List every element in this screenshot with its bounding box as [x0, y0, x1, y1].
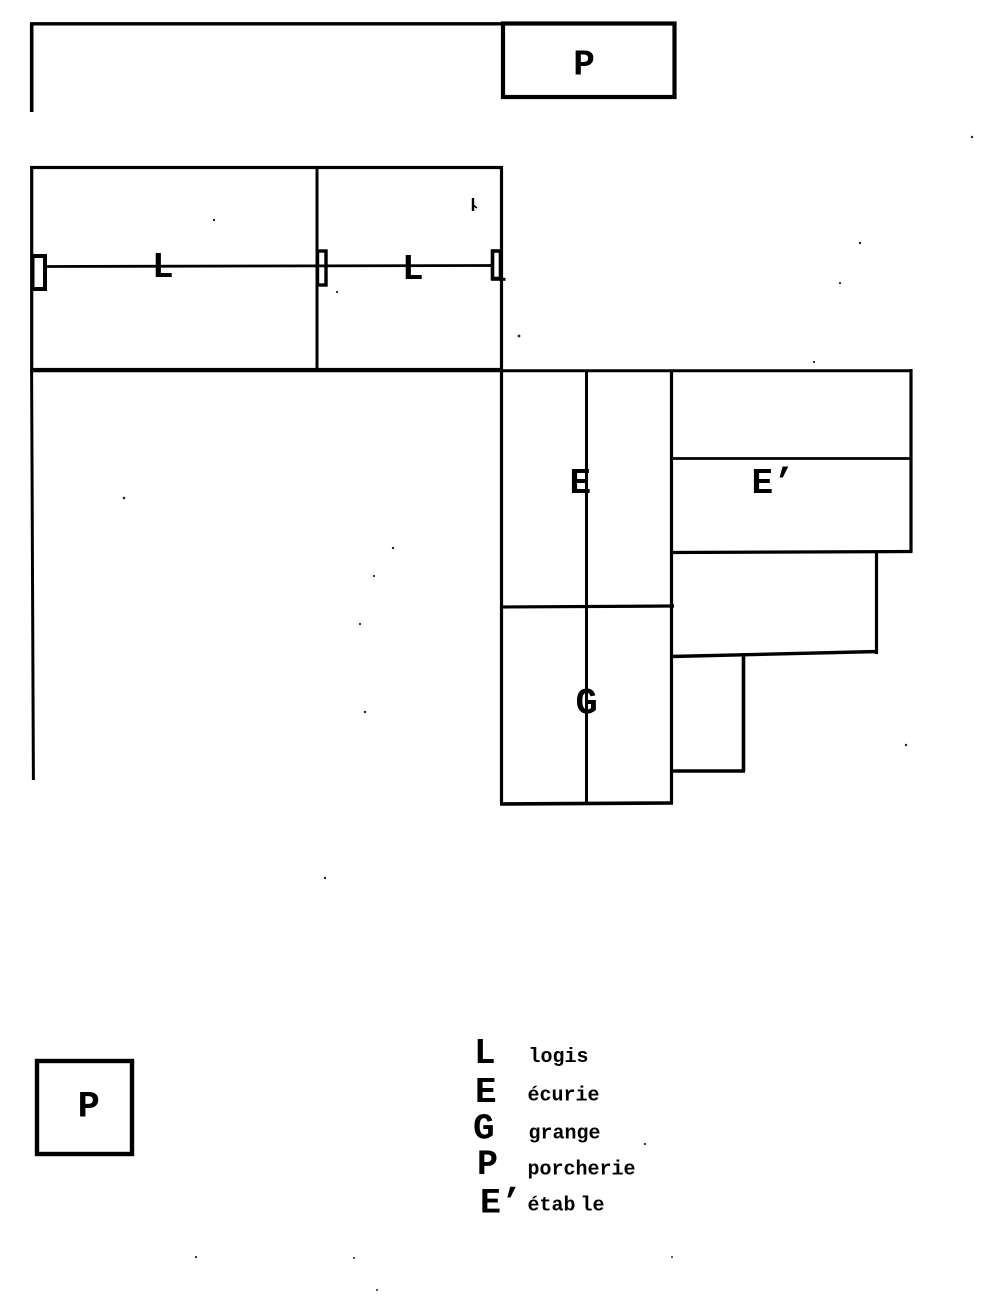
svg-text:P: P	[477, 1145, 498, 1185]
svg-text:E: E	[475, 1072, 497, 1113]
svg-text:E’: E’	[752, 463, 795, 504]
svg-text:le: le	[581, 1195, 605, 1218]
svg-text:grange: grange	[529, 1123, 601, 1146]
svg-text:E: E	[569, 463, 591, 504]
svg-text:P: P	[573, 45, 595, 86]
svg-text:étab: étab	[528, 1195, 576, 1218]
svg-text:G: G	[575, 684, 597, 726]
svg-text:G: G	[473, 1109, 495, 1150]
svg-text:E’: E’	[480, 1184, 522, 1224]
svg-text:L: L	[402, 249, 424, 290]
svg-text:écurie: écurie	[528, 1084, 600, 1107]
svg-text:P: P	[78, 1087, 100, 1129]
svg-text:porcherie: porcherie	[528, 1159, 636, 1182]
svg-text:L: L	[152, 247, 174, 288]
svg-text:logis: logis	[529, 1046, 589, 1069]
svg-text:L: L	[474, 1033, 496, 1074]
